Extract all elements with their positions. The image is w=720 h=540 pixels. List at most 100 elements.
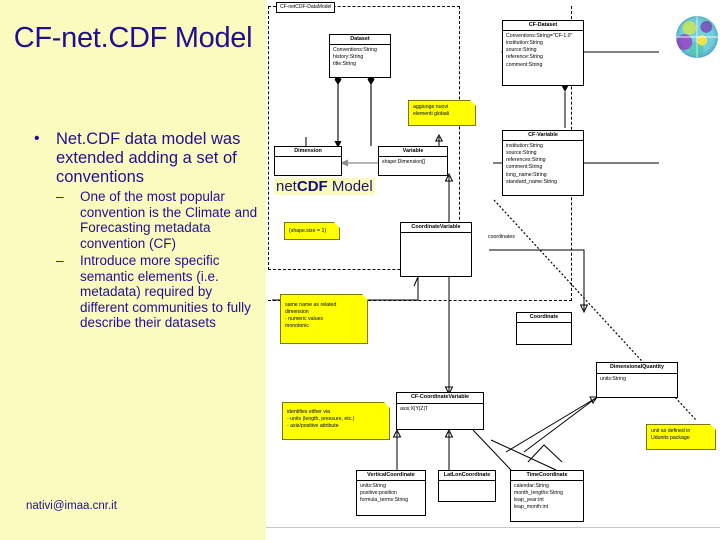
note-udunits: unit as defined in Udunits package: [646, 424, 716, 450]
note-line: aggiunge nuovi: [413, 104, 449, 110]
uml-class-vertical-coordinate[interactable]: VerticalCoordinate units:String positive…: [356, 470, 426, 516]
uml-class-latlon-coordinate[interactable]: LatLonCoordinate: [438, 470, 496, 502]
attr: history:String: [333, 53, 364, 60]
class-attributes: axis:X|Y|Z|T: [397, 403, 483, 414]
sub-bullet-2: – Introduce more specific semantic eleme…: [54, 253, 258, 331]
attr: comment:String: [506, 61, 543, 68]
netcdf-model-label: netCDF Model: [274, 178, 375, 195]
attr: comment:String: [506, 164, 543, 171]
note-fold-icon: [470, 100, 476, 106]
sub-bullet-2-text: Introduce more specific semantic element…: [80, 253, 251, 330]
attr: Conventions:String="CF-1.0": [506, 32, 573, 39]
class-name: DimensionalQuantity: [610, 364, 664, 370]
uml-class-coordinate-variable[interactable]: CoordinateVariable: [400, 222, 472, 277]
bullet-dot-icon: •: [34, 130, 40, 147]
note-line: - numeric values: [285, 316, 324, 322]
uml-class-variable[interactable]: Variable shape:Dimension[]: [378, 146, 448, 176]
sub-bullet-1-text: One of the most popular convention is th…: [80, 189, 258, 251]
note-shape-size: {shape.size = 1}: [284, 222, 340, 240]
class-attributes: [275, 157, 341, 160]
attr: standard_name:String: [506, 178, 558, 185]
class-attributes: Conventions:String="CF-1.0" institution:…: [503, 31, 583, 70]
uml-class-cf-coordinate-variable[interactable]: CF-CoordinateVariable axis:X|Y|Z|T: [396, 392, 484, 430]
attr: references:String: [506, 157, 546, 164]
uml-class-dataset[interactable]: Dataset Conventions:String history:Strin…: [329, 34, 391, 78]
assoc-label-coordinates: coordinates: [488, 234, 515, 240]
footer-email: nativi@imaa.cnr.it: [26, 500, 117, 512]
bullet-list: • Net.CDF data model was extended adding…: [26, 130, 258, 331]
class-name: TimeCoordinate: [511, 471, 583, 482]
attr: Conventions:String: [333, 46, 377, 53]
note-line: {shape.size = 1}: [289, 228, 327, 234]
class-name: VerticalCoordinate: [357, 471, 425, 482]
uml-class-time-coordinate[interactable]: TimeCoordinate calendar:String month_len…: [510, 470, 584, 522]
uml-class-dimension[interactable]: Dimension: [274, 146, 342, 176]
class-attributes: calendar:String month_lengths:String lea…: [511, 481, 583, 513]
sub-bullet-1: – One of the most popular convention is …: [54, 189, 258, 251]
class-attributes: [517, 323, 571, 326]
note-line: monotonic: [285, 323, 309, 329]
class-attributes: [401, 233, 471, 236]
attr: leap_year:int: [514, 497, 544, 504]
note-fold-icon: [384, 402, 390, 408]
class-name: CF-Variable: [503, 131, 583, 142]
uml-class-cf-dataset[interactable]: CF-Dataset Conventions:String="CF-1.0" i…: [502, 20, 584, 86]
class-name: Variable: [379, 147, 447, 158]
netcdf-label-pre: net: [276, 178, 297, 195]
class-name: Coordinate: [517, 313, 571, 324]
attr: leap_month:int: [514, 504, 549, 511]
note-fold-icon: [710, 424, 716, 430]
globe-icon: [676, 16, 718, 58]
uml-class-cf-variable[interactable]: CF-Variable institution:String source:St…: [502, 130, 584, 196]
note-fold-icon: [334, 222, 340, 228]
page-title: CF-net.CDF Model: [13, 22, 253, 54]
class-attributes: units:String positive:position formula_t…: [357, 481, 425, 506]
class-name: Dataset: [330, 35, 390, 46]
package-frame-netcdf: [268, 6, 460, 270]
attr: title:String: [333, 61, 357, 68]
dash-icon: –: [56, 253, 64, 268]
globe-graticule-icon: [676, 16, 718, 58]
attr: institution:String: [506, 39, 543, 46]
bullet-main: • Net.CDF data model was extended adding…: [26, 130, 258, 187]
attr: calendar:String: [514, 482, 549, 489]
bullet-main-text: Net.CDF data model was extended adding a…: [56, 130, 241, 186]
note-identifies-via: identifies either via - units (length, p…: [282, 402, 390, 440]
footer-divider: [266, 527, 720, 528]
attr: source:String: [506, 149, 537, 156]
netcdf-label-mid: CDF: [296, 178, 328, 195]
attr: axis:X|Y|Z|T: [400, 405, 428, 412]
attr: units:String: [360, 482, 386, 489]
attr: units:String: [600, 375, 626, 382]
attr: positive:position: [360, 489, 397, 496]
class-attributes: institution:String source:String referen…: [503, 141, 583, 187]
attr: source:String: [506, 47, 537, 54]
note-line: elementi globali: [413, 111, 450, 117]
uml-class-dimensional-quantity[interactable]: DimensionalQuantity units:String: [596, 362, 678, 398]
note-line: - axis/positive attribute: [287, 423, 339, 429]
class-name: CF-Dataset: [503, 21, 583, 32]
note-fold-icon: [362, 294, 368, 300]
note-line: identifies either via: [287, 409, 330, 415]
class-attributes: [439, 481, 495, 484]
attr: long_name:String: [506, 171, 547, 178]
note-line: Udunits package: [651, 435, 690, 441]
left-content-panel: CF-net.CDF Model • Net.CDF data model wa…: [0, 0, 266, 540]
note-line: same name as related: [285, 302, 337, 308]
note-line: unit as defined in: [651, 428, 691, 434]
class-name: CF-CoordinateVariable: [410, 394, 470, 400]
note-line: - units (length, pressure, etc.): [287, 416, 355, 422]
class-attributes: units:String: [597, 373, 677, 384]
class-name: LatLonCoordinate: [439, 471, 495, 482]
class-attributes: shape:Dimension[]: [379, 157, 447, 167]
attr: institution:String: [506, 142, 543, 149]
class-name: Dimension: [275, 147, 341, 158]
class-name: CoordinateVariable: [401, 223, 471, 234]
class-attributes: Conventions:String history:String title:…: [330, 45, 390, 70]
uml-class-coordinate[interactable]: Coordinate: [516, 312, 572, 345]
note-same-name-dimension: same name as related dimension - numeric…: [280, 294, 368, 344]
dash-icon: –: [56, 189, 64, 204]
uml-diagram: CF-netCDF-DataModel netCDF Model Dataset…: [266, 0, 720, 540]
note-global-elements: aggiunge nuovi elementi globali: [408, 100, 476, 126]
